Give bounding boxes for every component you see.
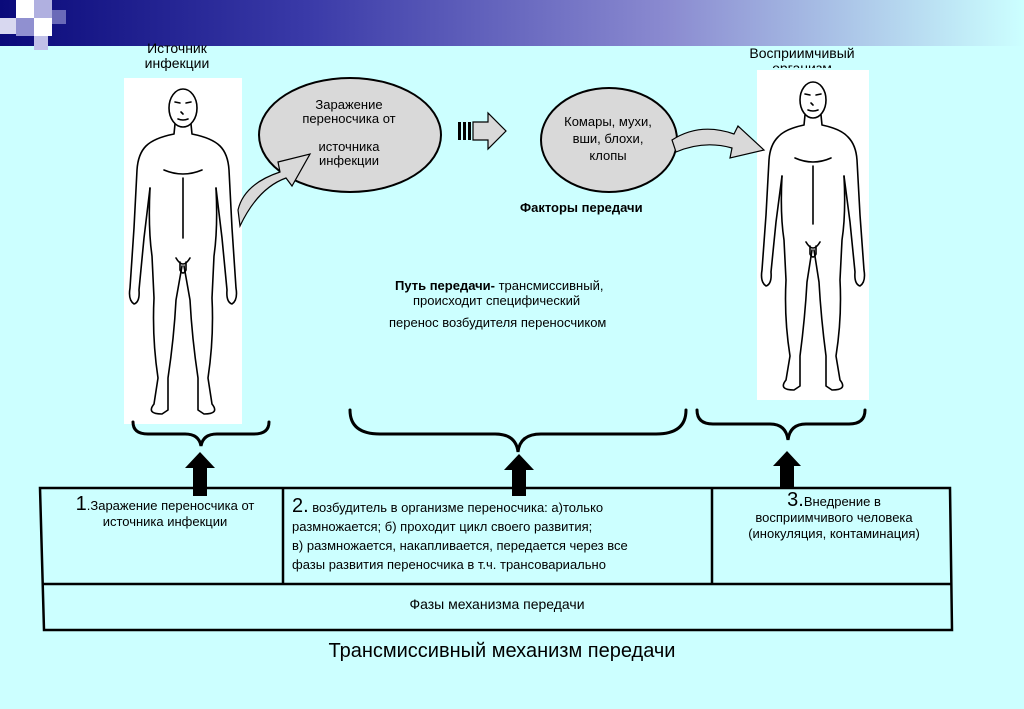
phase-2-cell: 2. возбудитель в организме переносчика: … [292, 495, 708, 574]
deco-square [34, 36, 48, 50]
up-arrow-3 [773, 451, 801, 488]
source-human-figure [124, 78, 242, 424]
infection-ellipse-text: Заражение переносчика от источника инфек… [302, 97, 396, 168]
brace-right [695, 408, 867, 441]
slide-title: Трансмиссивный механизм передачи [328, 640, 676, 662]
source-label: Источник инфекции [144, 40, 210, 71]
recipient-label: Восприимчивый организм [749, 46, 855, 68]
path-line-2: происходит специфический [413, 293, 581, 308]
phase-1-cell: 1.Заражение переносчика от источника инф… [52, 493, 278, 530]
brace-left [131, 420, 271, 447]
curved-arrow-icon [671, 125, 766, 159]
title-bar [0, 0, 1024, 46]
deco-square [16, 0, 34, 18]
braces-and-arrows [131, 408, 867, 496]
deco-square [52, 10, 66, 24]
up-arrow-1 [185, 452, 215, 496]
deco-square [0, 18, 16, 34]
deco-square [34, 0, 52, 18]
phase-3-cell: 3.Внедрение в восприимчивого человека (и… [720, 489, 948, 542]
phases-table [38, 486, 954, 632]
deco-square [34, 18, 52, 36]
phase-2-text: возбудитель в организме переносчика: а)т… [292, 500, 628, 572]
path-line-1: Путь передачи- трансмиссивный, [395, 278, 603, 293]
phase-1-text: .Заражение переносчика от источника инфе… [86, 498, 255, 529]
path-line-3: перенос возбудителя переносчиком [389, 315, 607, 330]
factors-label: Факторы передачи [520, 200, 643, 215]
deco-square [16, 18, 34, 36]
phase-3-number: 3. [787, 489, 804, 511]
recipient-human-figure [757, 70, 869, 400]
phase-3-text: Внедрение в восприимчивого человека (ино… [748, 494, 920, 541]
curved-arrow-icon [237, 153, 312, 229]
block-arrow-icon [458, 111, 507, 151]
phases-footer: Фазы механизма передачи [409, 596, 585, 612]
path-title: Путь передачи- [395, 278, 495, 293]
phase-2-number: 2. [292, 495, 309, 517]
phase-1-number: 1 [75, 493, 87, 515]
vectors-ellipse-text: Комары, мухи, вши, блохи, клопы [564, 114, 652, 163]
brace-middle [348, 408, 688, 453]
path-type: трансмиссивный, [494, 278, 604, 293]
up-arrow-2 [504, 454, 534, 496]
